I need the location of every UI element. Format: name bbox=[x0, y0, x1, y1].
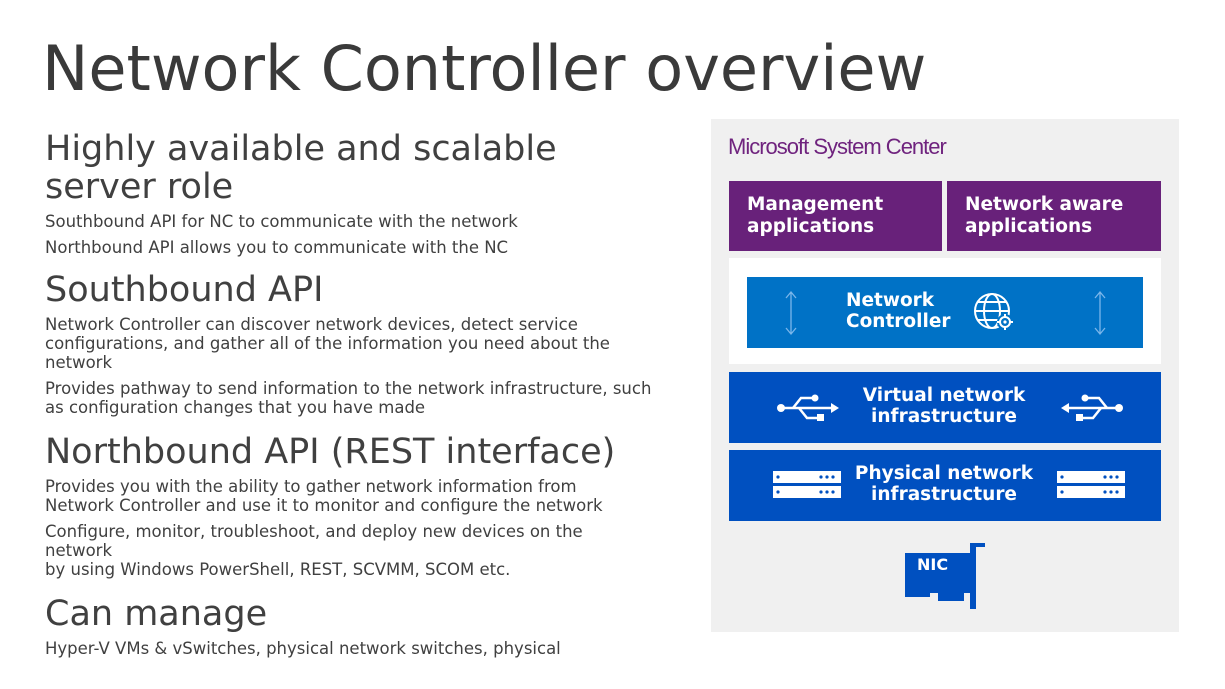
server-rack-icon bbox=[1057, 471, 1125, 498]
virtual-network-infrastructure-box: Virtual network infrastructure bbox=[729, 372, 1161, 443]
section-northbound: Northbound API (REST interface) Provides… bbox=[45, 433, 665, 579]
double-arrow-icon bbox=[1094, 290, 1106, 336]
network-controller-container: Network Controller bbox=[729, 258, 1161, 364]
section-text: Hyper-V VMs & vSwitches, physical networ… bbox=[45, 639, 561, 658]
section-heading: Southbound API bbox=[45, 270, 324, 310]
section-can-manage: Can manage Hyper-V VMs & vSwitches, phys… bbox=[45, 595, 665, 658]
section-heading: Can manage bbox=[45, 594, 268, 634]
brand-label: Microsoft System Center bbox=[728, 134, 947, 159]
globe-gear-icon bbox=[974, 293, 1013, 330]
network-controller-label: Network Controller bbox=[846, 290, 951, 332]
network-controller-box: Network Controller bbox=[747, 277, 1143, 348]
section-text: Network Controller can discover network … bbox=[45, 315, 610, 372]
virtual-network-label: Virtual network infrastructure bbox=[862, 385, 1026, 427]
physical-network-infrastructure-box: Physical network infrastructure bbox=[729, 450, 1161, 521]
usb-icon bbox=[777, 394, 839, 421]
section-text: Provides you with the ability to gather … bbox=[45, 477, 603, 515]
usb-icon bbox=[1061, 394, 1123, 421]
architecture-diagram: Microsoft System Center Management appli… bbox=[711, 119, 1179, 632]
section-heading: Northbound API (REST interface) bbox=[45, 432, 616, 472]
section-southbound: Southbound API Network Controller can di… bbox=[45, 271, 665, 417]
section-text: Northbound API allows you to communicate… bbox=[45, 238, 509, 257]
nic-label: NIC bbox=[917, 555, 949, 574]
nic-card-icon: NIC bbox=[904, 541, 988, 611]
physical-network-label: Physical network infrastructure bbox=[854, 463, 1034, 505]
section-text: Configure, monitor, troubleshoot, and de… bbox=[45, 522, 583, 579]
section-heading: Highly available and scalable server rol… bbox=[45, 129, 557, 207]
management-applications-box: Management applications bbox=[729, 181, 942, 251]
nic-card-shape bbox=[905, 543, 985, 609]
section-text: Southbound API for NC to communicate wit… bbox=[45, 212, 518, 231]
double-arrow-icon bbox=[785, 290, 797, 336]
server-rack-icon bbox=[773, 471, 841, 498]
network-aware-applications-box: Network aware applications bbox=[947, 181, 1161, 251]
page-title: Network Controller overview bbox=[42, 32, 927, 105]
content-column: Highly available and scalable server rol… bbox=[45, 130, 665, 674]
section-text: Provides pathway to send information to … bbox=[45, 379, 652, 417]
section-server-role: Highly available and scalable server rol… bbox=[45, 130, 665, 257]
